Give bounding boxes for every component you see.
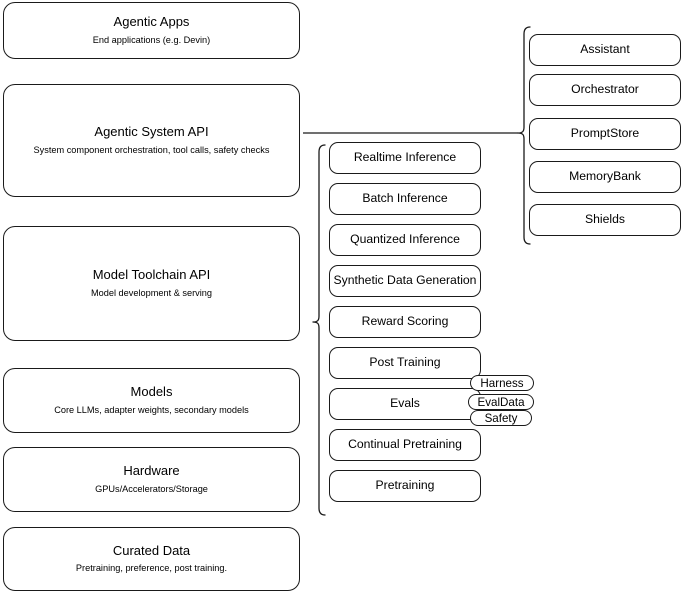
layer-title: Models [130, 384, 173, 400]
component-label: Evals [390, 396, 420, 411]
component-quantized-inference[interactable]: Quantized Inference [329, 224, 481, 256]
component-orchestrator[interactable]: Orchestrator [529, 74, 681, 106]
pill-label: Harness [480, 376, 524, 390]
component-label: Realtime Inference [353, 150, 457, 165]
component-label: Synthetic Data Generation [333, 273, 477, 288]
component-label: Orchestrator [571, 82, 639, 97]
component-label: Shields [585, 212, 625, 227]
component-label: Batch Inference [362, 191, 448, 206]
layer-subtitle: Pretraining, preference, post training. [75, 563, 228, 574]
pill-harness[interactable]: Harness [470, 375, 534, 391]
component-promptstore[interactable]: PromptStore [529, 118, 681, 150]
layer-title: Curated Data [112, 542, 191, 558]
pill-evaldata[interactable]: EvalData [468, 394, 534, 410]
component-evals[interactable]: Evals [329, 388, 481, 420]
layer-title: Model Toolchain API [92, 267, 211, 283]
component-post-training[interactable]: Post Training [329, 347, 481, 379]
layer-subtitle: GPUs/Accelerators/Storage [95, 483, 208, 494]
component-label: Quantized Inference [350, 232, 460, 247]
layer-subtitle: Core LLMs, adapter weights, secondary mo… [54, 404, 249, 415]
pill-label: EvalData [477, 395, 525, 409]
component-continual-pretraining[interactable]: Continual Pretraining [329, 429, 481, 461]
component-label: PromptStore [570, 126, 640, 141]
layer-subtitle: System component orchestration, tool cal… [33, 144, 270, 155]
component-batch-inference[interactable]: Batch Inference [329, 183, 481, 215]
component-realtime-inference[interactable]: Realtime Inference [329, 142, 481, 174]
layer-subtitle: Model development & serving [90, 287, 213, 298]
component-pretraining[interactable]: Pretraining [329, 470, 481, 502]
component-label: MemoryBank [569, 169, 641, 184]
component-label: Continual Pretraining [348, 437, 462, 452]
pill-label: Safety [484, 411, 518, 425]
layer-title: Agentic Apps [113, 14, 190, 30]
pill-safety[interactable]: Safety [470, 410, 532, 426]
component-label: Assistant [580, 42, 630, 57]
layer-title: Agentic System API [94, 124, 209, 140]
layer-curated-data[interactable]: Curated Data Pretraining, preference, po… [3, 527, 300, 591]
component-synthetic-data-generation[interactable]: Synthetic Data Generation [329, 265, 481, 297]
layer-title: Hardware [123, 463, 180, 479]
component-shields[interactable]: Shields [529, 204, 681, 236]
component-label: Pretraining [375, 478, 435, 493]
layer-agentic-system-api[interactable]: Agentic System API System component orch… [3, 84, 300, 197]
layer-models[interactable]: Models Core LLMs, adapter weights, secon… [3, 368, 300, 433]
component-label: Reward Scoring [361, 314, 449, 329]
component-reward-scoring[interactable]: Reward Scoring [329, 306, 481, 338]
layer-hardware[interactable]: Hardware GPUs/Accelerators/Storage [3, 447, 300, 512]
component-assistant[interactable]: Assistant [529, 34, 681, 66]
component-label: Post Training [369, 355, 441, 370]
brace-toolchain-components [312, 144, 326, 516]
layer-subtitle: End applications (e.g. Devin) [92, 34, 211, 45]
layer-model-toolchain-api[interactable]: Model Toolchain API Model development & … [3, 226, 300, 341]
component-memorybank[interactable]: MemoryBank [529, 161, 681, 193]
layer-agentic-apps[interactable]: Agentic Apps End applications (e.g. Devi… [3, 2, 300, 59]
